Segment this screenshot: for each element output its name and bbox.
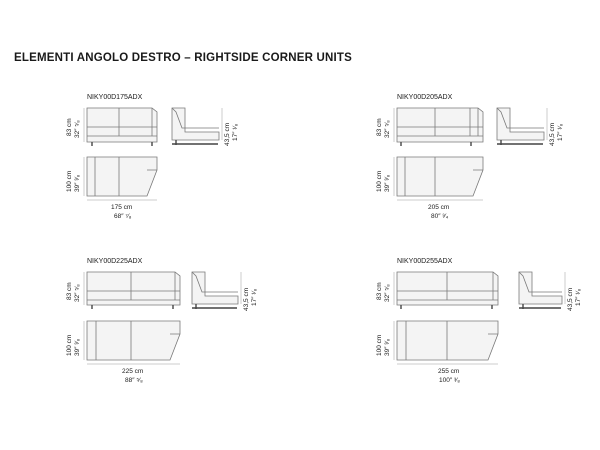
seat-height-in-label: 17″ ¹⁄₈ bbox=[251, 288, 258, 306]
top-view bbox=[393, 156, 484, 201]
unit-code: NIKY00D175ADX bbox=[87, 94, 143, 101]
height-in-label: 32″ ⁵⁄₈ bbox=[74, 284, 81, 302]
top-view bbox=[83, 156, 158, 201]
width-in-label: 100″ ³⁄₈ bbox=[439, 377, 460, 384]
side-view bbox=[496, 107, 548, 145]
depth-in-label: 39″ ³⁄₈ bbox=[384, 338, 391, 356]
depth-in-label: 39″ ³⁄₈ bbox=[384, 174, 391, 192]
height-in-label: 32″ ⁵⁄₈ bbox=[384, 284, 391, 302]
width-cm-label: 225 cm bbox=[122, 368, 144, 375]
width-cm-label: 255 cm bbox=[438, 368, 460, 375]
front-view bbox=[393, 271, 499, 309]
front-view bbox=[83, 271, 181, 309]
height-in-label: 32″ ⁵⁄₈ bbox=[384, 120, 391, 138]
unit-code: NIKY00D225ADX bbox=[87, 258, 143, 265]
height-in-label: 32″ ⁵⁄₈ bbox=[74, 120, 81, 138]
page-title: ELEMENTI ANGOLO DESTRO – RIGHTSIDE CORNE… bbox=[14, 52, 353, 64]
top-view bbox=[83, 320, 181, 365]
width-in-label: 68″ ⁷⁄₈ bbox=[114, 213, 132, 220]
seat-height-cm-label: 43,5 cm bbox=[567, 287, 574, 311]
seat-height-in-label: 17″ ¹⁄₈ bbox=[575, 288, 582, 306]
top-view bbox=[393, 320, 499, 365]
width-in-label: 88″ ⁵⁄₈ bbox=[125, 377, 143, 384]
unit-code: NIKY00D205ADX bbox=[397, 94, 453, 101]
depth-cm-label: 100 cm bbox=[66, 170, 73, 192]
height-cm-label: 83 cm bbox=[376, 282, 383, 300]
seat-height-cm-label: 43,5 cm bbox=[549, 122, 556, 146]
depth-in-label: 39″ ³⁄₈ bbox=[74, 174, 81, 192]
front-view bbox=[393, 107, 484, 146]
side-view bbox=[171, 107, 223, 145]
depth-in-label: 39″ ³⁄₈ bbox=[74, 338, 81, 356]
seat-height-in-label: 17″ ¹⁄₈ bbox=[557, 123, 564, 141]
height-cm-label: 83 cm bbox=[66, 282, 73, 300]
depth-cm-label: 100 cm bbox=[66, 334, 73, 356]
width-in-label: 80″ ³⁄₄ bbox=[431, 213, 449, 220]
height-cm-label: 83 cm bbox=[66, 118, 73, 136]
width-cm-label: 175 cm bbox=[111, 204, 133, 211]
front-view bbox=[83, 107, 158, 146]
seat-height-cm-label: 43,5 cm bbox=[243, 287, 250, 311]
depth-cm-label: 100 cm bbox=[376, 334, 383, 356]
unit-code: NIKY00D255ADX bbox=[397, 258, 453, 265]
side-view bbox=[518, 271, 566, 309]
height-cm-label: 83 cm bbox=[376, 118, 383, 136]
seat-height-cm-label: 43,5 cm bbox=[224, 122, 231, 146]
width-cm-label: 205 cm bbox=[428, 204, 450, 211]
side-view bbox=[191, 271, 242, 309]
depth-cm-label: 100 cm bbox=[376, 170, 383, 192]
seat-height-in-label: 17″ ¹⁄₈ bbox=[232, 123, 239, 141]
